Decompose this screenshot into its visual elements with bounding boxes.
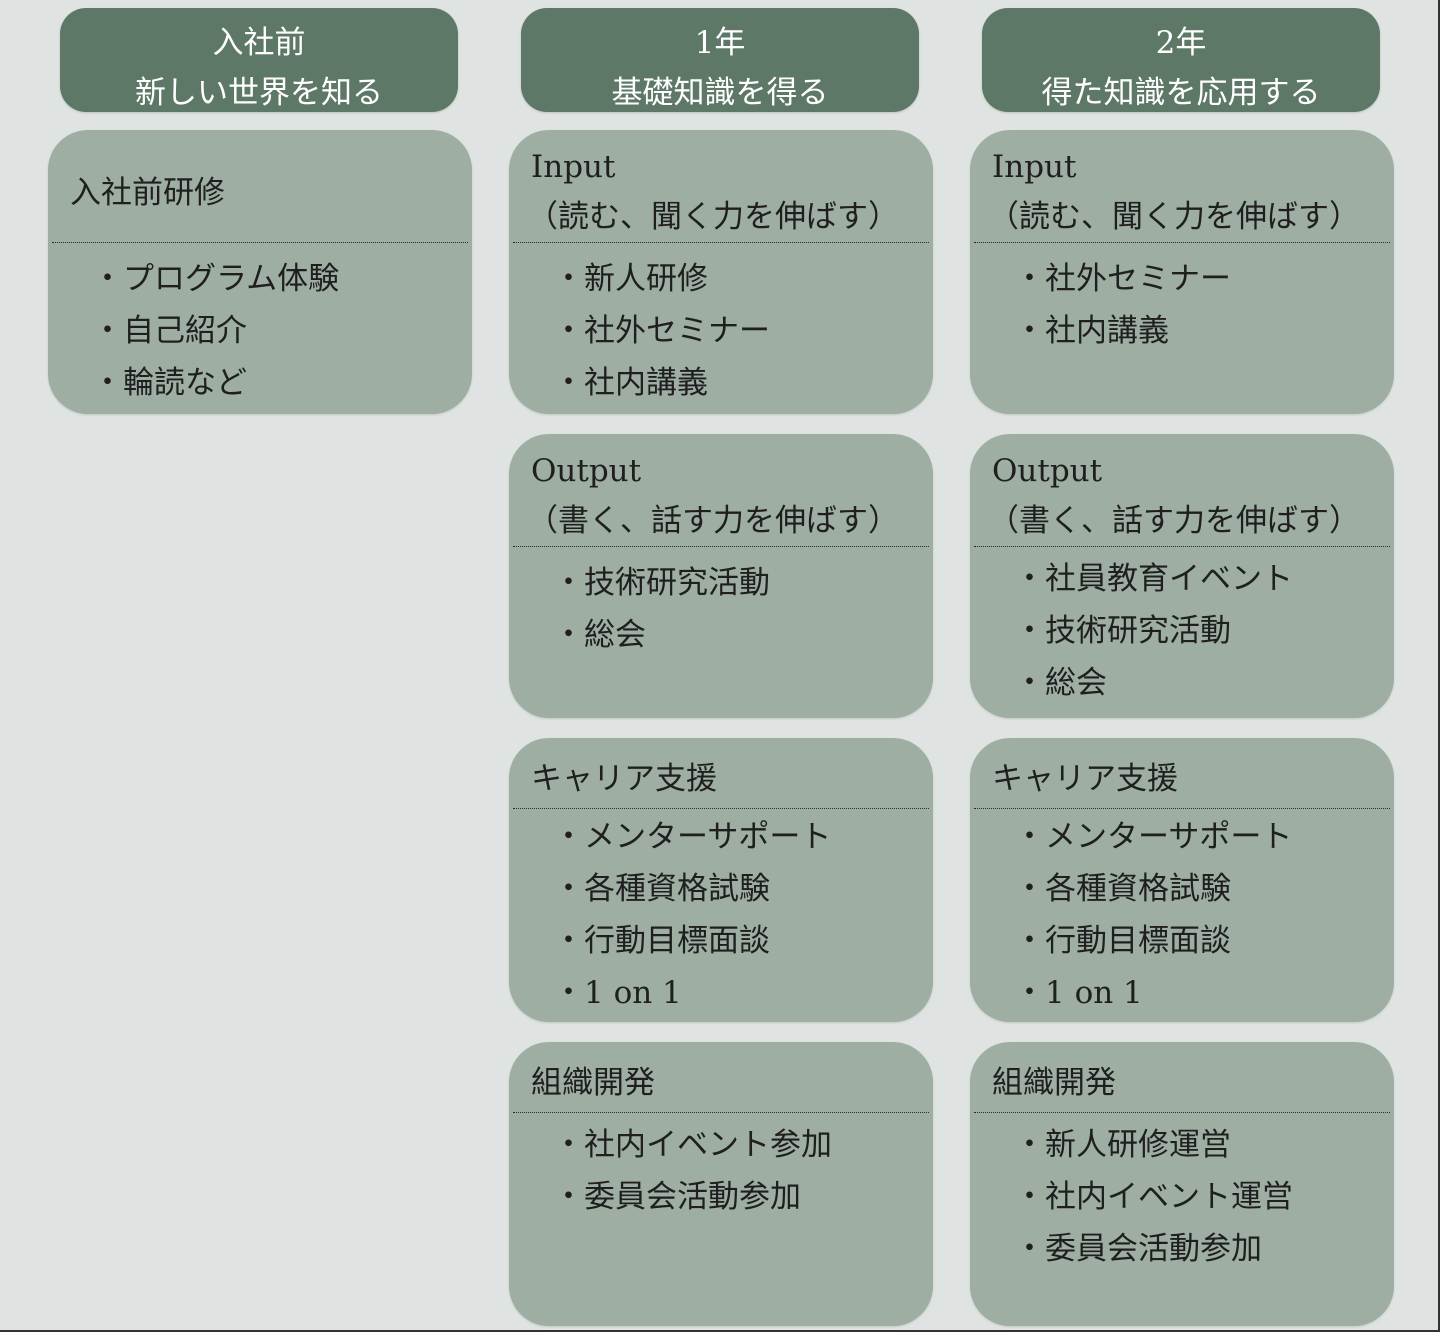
dotted-divider [513, 1112, 929, 1113]
card-year2-org-development: 組織開発 ・新人研修運営 ・社内イベント運営 ・委員会活動参加 [970, 1042, 1394, 1326]
header-title: 入社前 [212, 25, 306, 61]
card-subtitle-line: （書く、話す力を伸ばす） [988, 503, 1360, 539]
card-title-line: 組織開発 [531, 1065, 655, 1101]
column-header-pre-joining: 入社前 新しい世界を知る [60, 8, 458, 112]
card-year2-output: Output （書く、話す力を伸ばす） ・社員教育イベント ・技術研究活動 ・総… [970, 434, 1394, 718]
list-item: ・1 on 1 [553, 975, 682, 1011]
card-year2-input: Input （読む、聞く力を伸ばす） ・社外セミナー ・社内講義 [970, 130, 1394, 414]
list-item: ・各種資格試験 [553, 871, 770, 907]
card-title: Input （読む、聞く力を伸ばす） [970, 130, 1394, 242]
list-item: ・メンターサポート [553, 819, 832, 855]
list-item: ・委員会活動参加 [553, 1179, 801, 1215]
card-item-list: ・メンターサポート ・各種資格試験 ・行動目標面談 ・1 on 1 [509, 809, 933, 1019]
card-year1-input: Input （読む、聞く力を伸ばす） ・新人研修 ・社外セミナー ・社内講義 [509, 130, 933, 414]
card-title: キャリア支援 [970, 738, 1394, 808]
list-item: ・社内講義 [1014, 313, 1169, 349]
list-item: ・自己紹介 [92, 313, 247, 349]
header-subtitle: 新しい世界を知る [135, 75, 383, 111]
list-item: ・技術研究活動 [1014, 613, 1231, 649]
card-title: Output （書く、話す力を伸ばす） [509, 434, 933, 546]
dotted-divider [52, 242, 468, 243]
card-title: 組織開発 [970, 1042, 1394, 1112]
dotted-divider [974, 242, 1390, 243]
list-item: ・技術研究活動 [553, 565, 770, 601]
dotted-divider [974, 546, 1390, 547]
list-item: ・総会 [553, 617, 646, 653]
list-item: ・新人研修運営 [1014, 1127, 1231, 1163]
dotted-divider [513, 546, 929, 547]
list-item: ・1 on 1 [1014, 975, 1143, 1011]
list-item: ・新人研修 [553, 261, 708, 297]
list-item: ・社内イベント運営 [1014, 1179, 1293, 1215]
card-year1-output: Output （書く、話す力を伸ばす） ・技術研究活動 ・総会 [509, 434, 933, 718]
card-title-line: 組織開発 [992, 1065, 1116, 1101]
card-title-line: キャリア支援 [531, 761, 717, 797]
card-year1-career-support: キャリア支援 ・メンターサポート ・各種資格試験 ・行動目標面談 ・1 on 1 [509, 738, 933, 1022]
list-item: ・輪読など [92, 365, 247, 401]
card-item-list: ・社員教育イベント ・技術研究活動 ・総会 [970, 547, 1394, 709]
dotted-divider [513, 242, 929, 243]
card-title-line: Output [992, 453, 1103, 489]
header-subtitle: 得た知識を応用する [1041, 75, 1321, 111]
header-subtitle: 基礎知識を得る [611, 75, 829, 111]
card-title-line: Input [531, 149, 616, 185]
list-item: ・メンターサポート [1014, 819, 1293, 855]
card-item-list: ・社外セミナー ・社内講義 [970, 243, 1394, 357]
card-item-list: ・新人研修 ・社外セミナー ・社内講義 [509, 243, 933, 409]
card-item-list: ・社内イベント参加 ・委員会活動参加 [509, 1113, 933, 1223]
card-title: Input （読む、聞く力を伸ばす） [509, 130, 933, 242]
card-title: 組織開発 [509, 1042, 933, 1112]
card-title-line: 入社前研修 [70, 175, 225, 211]
card-title-line: Input [992, 149, 1077, 185]
card-year1-org-development: 組織開発 ・社内イベント参加 ・委員会活動参加 [509, 1042, 933, 1326]
card-title-line: Output [531, 453, 642, 489]
card-item-list: ・メンターサポート ・各種資格試験 ・行動目標面談 ・1 on 1 [970, 809, 1394, 1019]
column-header-year-1: 1年 基礎知識を得る [521, 8, 919, 112]
card-year2-career-support: キャリア支援 ・メンターサポート ・各種資格試験 ・行動目標面談 ・1 on 1 [970, 738, 1394, 1022]
list-item: ・行動目標面談 [1014, 923, 1231, 959]
column-header-year-2: 2年 得た知識を応用する [982, 8, 1380, 112]
list-item: ・社員教育イベント [1014, 561, 1293, 597]
card-pre-joining-training: 入社前研修 ・プログラム体験 ・自己紹介 ・輪読など [48, 130, 472, 414]
dotted-divider [513, 808, 929, 809]
card-subtitle-line: （読む、聞く力を伸ばす） [988, 199, 1360, 235]
dotted-divider [974, 1112, 1390, 1113]
header-title: 1年 [694, 25, 746, 61]
card-subtitle-line: （書く、話す力を伸ばす） [527, 503, 899, 539]
card-item-list: ・新人研修運営 ・社内イベント運営 ・委員会活動参加 [970, 1113, 1394, 1275]
card-title: キャリア支援 [509, 738, 933, 808]
dotted-divider [974, 808, 1390, 809]
list-item: ・社内講義 [553, 365, 708, 401]
list-item: ・行動目標面談 [553, 923, 770, 959]
card-title: Output （書く、話す力を伸ばす） [970, 434, 1394, 546]
card-title-line: キャリア支援 [992, 761, 1178, 797]
list-item: ・プログラム体験 [92, 261, 340, 297]
list-item: ・社外セミナー [553, 313, 770, 349]
card-subtitle-line: （読む、聞く力を伸ばす） [527, 199, 899, 235]
list-item: ・社内イベント参加 [553, 1127, 832, 1163]
card-item-list: ・技術研究活動 ・総会 [509, 547, 933, 661]
list-item: ・委員会活動参加 [1014, 1231, 1262, 1267]
card-item-list: ・プログラム体験 ・自己紹介 ・輪読など [48, 243, 472, 409]
header-title: 2年 [1155, 25, 1207, 61]
card-title: 入社前研修 [48, 130, 472, 242]
list-item: ・総会 [1014, 665, 1107, 701]
list-item: ・各種資格試験 [1014, 871, 1231, 907]
list-item: ・社外セミナー [1014, 261, 1231, 297]
